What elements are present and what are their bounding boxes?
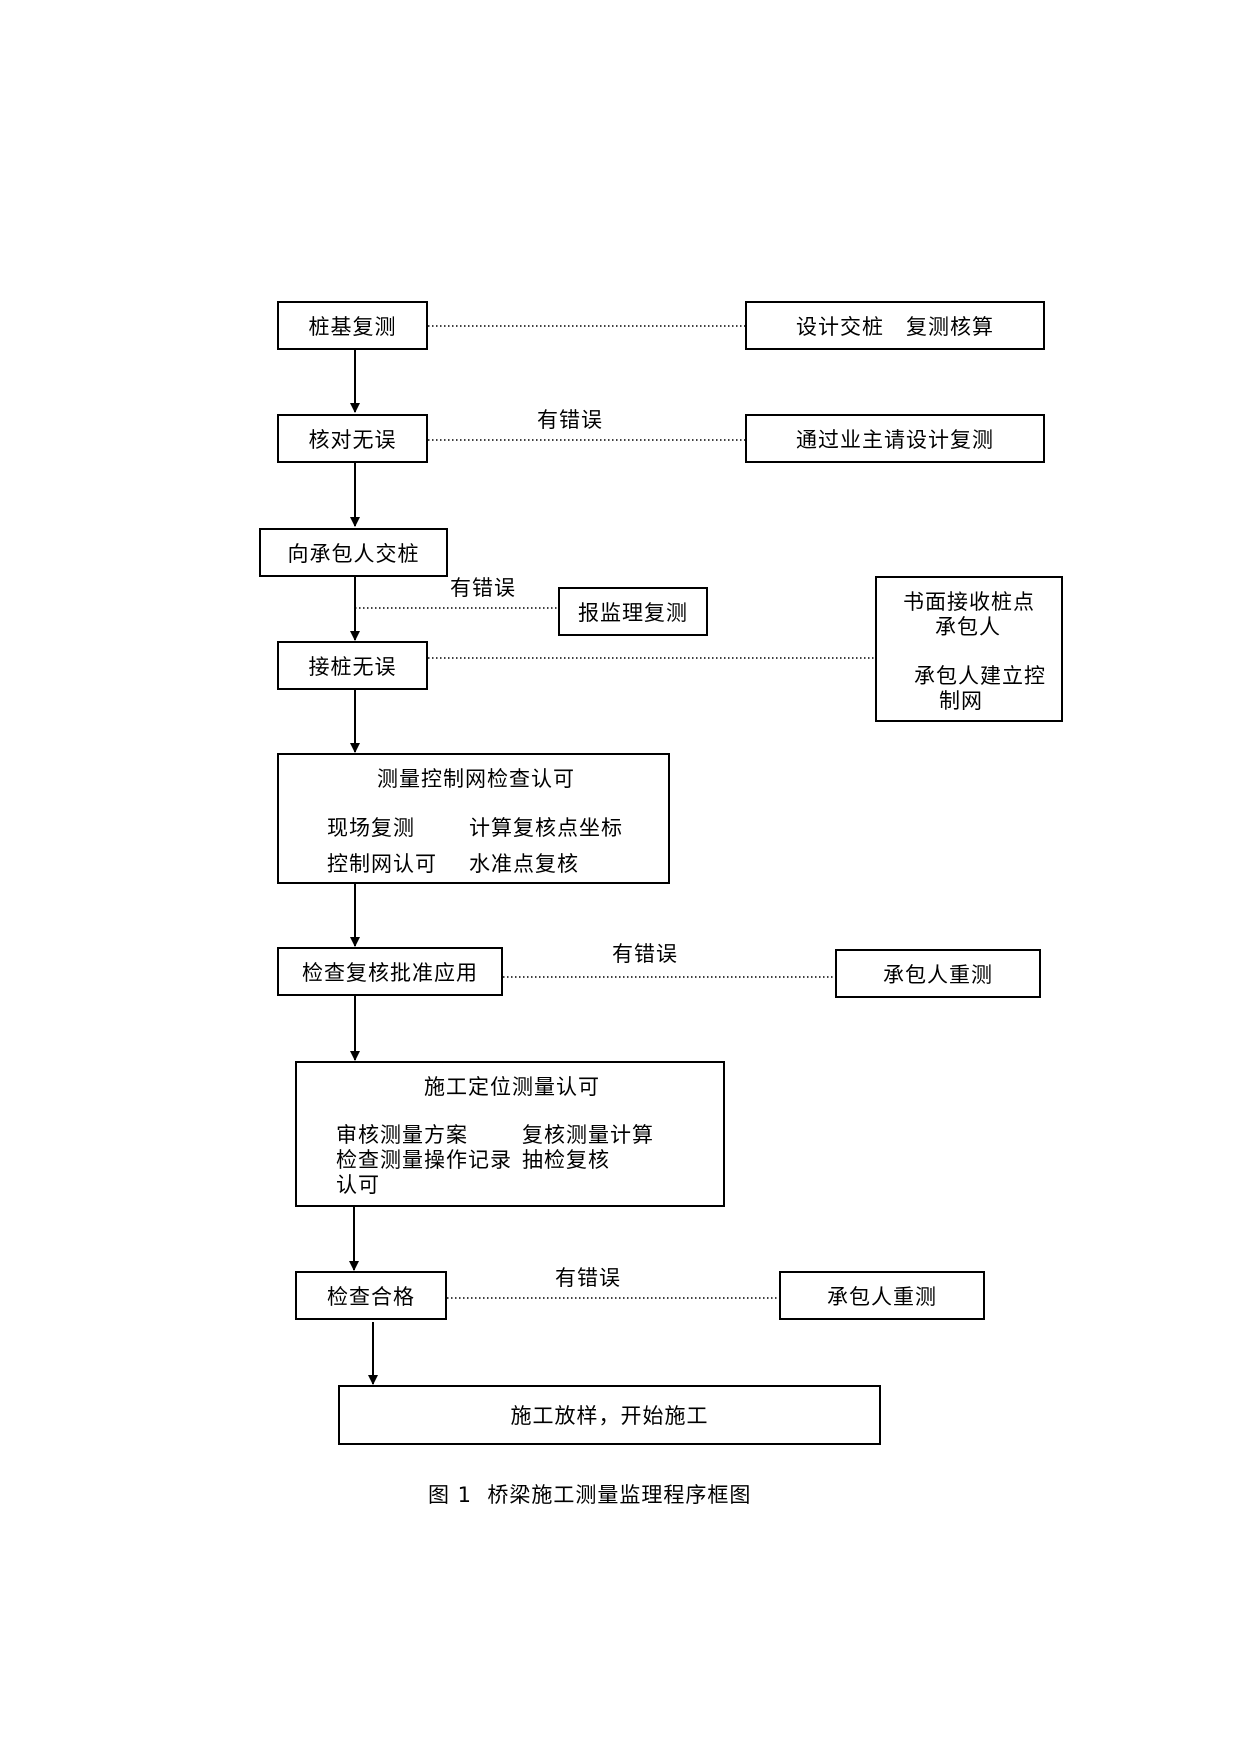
written-receipt-line4: 制网 — [939, 689, 983, 713]
node-receive-ok-label: 接桩无误 — [308, 654, 397, 679]
construction-positioning-title: 施工定位测量认可 — [424, 1075, 600, 1099]
node-staking-start-label: 施工放样，开始施工 — [510, 1404, 709, 1428]
node-approve-apply-label: 检查复核批准应用 — [302, 960, 478, 985]
control-network-item3: 控制网认可 — [327, 852, 437, 876]
construction-positioning-item5: 认可 — [336, 1173, 380, 1197]
node-written-receipt: 书面接收桩点 承包人 承包人建立控 制网 — [875, 576, 1063, 722]
construction-positioning-item3: 检查测量操作记录 — [336, 1148, 512, 1172]
written-receipt-line2: 承包人 — [935, 615, 1001, 639]
edge-label-error-1: 有错误 — [537, 408, 603, 432]
node-contractor-resurvey-1: 承包人重测 — [835, 949, 1041, 998]
node-control-network: 测量控制网检查认可 现场复测 计算复核点坐标 控制网认可 水准点复核 — [277, 753, 670, 884]
control-network-item4: 水准点复核 — [469, 852, 579, 876]
written-receipt-line3: 承包人建立控 — [914, 664, 1046, 688]
node-staking-start: 施工放样，开始施工 — [338, 1385, 881, 1445]
node-receive-ok: 接桩无误 — [277, 641, 428, 690]
node-owner-redesign: 通过业主请设计复测 — [745, 414, 1045, 463]
node-handover-contractor-label: 向承包人交桩 — [287, 541, 420, 566]
control-network-item1: 现场复测 — [327, 816, 415, 840]
node-contractor-resurvey-2-label: 承包人重测 — [827, 1284, 937, 1309]
node-pile-recheck: 桩基复测 — [277, 301, 428, 350]
node-design-handover-label: 设计交桩 复测核算 — [796, 314, 994, 339]
node-inspection-pass: 检查合格 — [295, 1271, 447, 1320]
figure-caption: 图 1 桥梁施工测量监理程序框图 — [428, 1483, 752, 1507]
edge-label-error-3: 有错误 — [612, 942, 678, 966]
node-pile-recheck-label: 桩基复测 — [308, 314, 397, 339]
construction-positioning-item2: 复核测量计算 — [522, 1123, 654, 1147]
construction-positioning-item1: 审核测量方案 — [336, 1123, 468, 1147]
node-design-handover: 设计交桩 复测核算 — [745, 301, 1045, 350]
node-supervisor-recheck-label: 报监理复测 — [578, 600, 688, 625]
construction-positioning-item4: 抽检复核 — [522, 1148, 610, 1172]
node-check-ok: 核对无误 — [277, 414, 428, 463]
node-handover-contractor: 向承包人交桩 — [259, 528, 448, 577]
control-network-item2: 计算复核点坐标 — [469, 816, 623, 840]
written-receipt-line1: 书面接收桩点 — [903, 590, 1035, 614]
edge-label-error-4: 有错误 — [555, 1266, 621, 1290]
node-owner-redesign-label: 通过业主请设计复测 — [796, 427, 994, 452]
edge-label-error-2: 有错误 — [450, 576, 516, 600]
node-contractor-resurvey-2: 承包人重测 — [779, 1271, 985, 1320]
node-contractor-resurvey-1-label: 承包人重测 — [883, 962, 993, 987]
node-approve-apply: 检查复核批准应用 — [277, 947, 503, 996]
node-supervisor-recheck: 报监理复测 — [558, 587, 708, 636]
node-construction-positioning: 施工定位测量认可 审核测量方案 复核测量计算 检查测量操作记录 抽检复核 认可 — [295, 1061, 725, 1207]
control-network-title: 测量控制网检查认可 — [377, 767, 575, 791]
node-inspection-pass-label: 检查合格 — [327, 1284, 415, 1309]
node-check-ok-label: 核对无误 — [308, 427, 397, 452]
